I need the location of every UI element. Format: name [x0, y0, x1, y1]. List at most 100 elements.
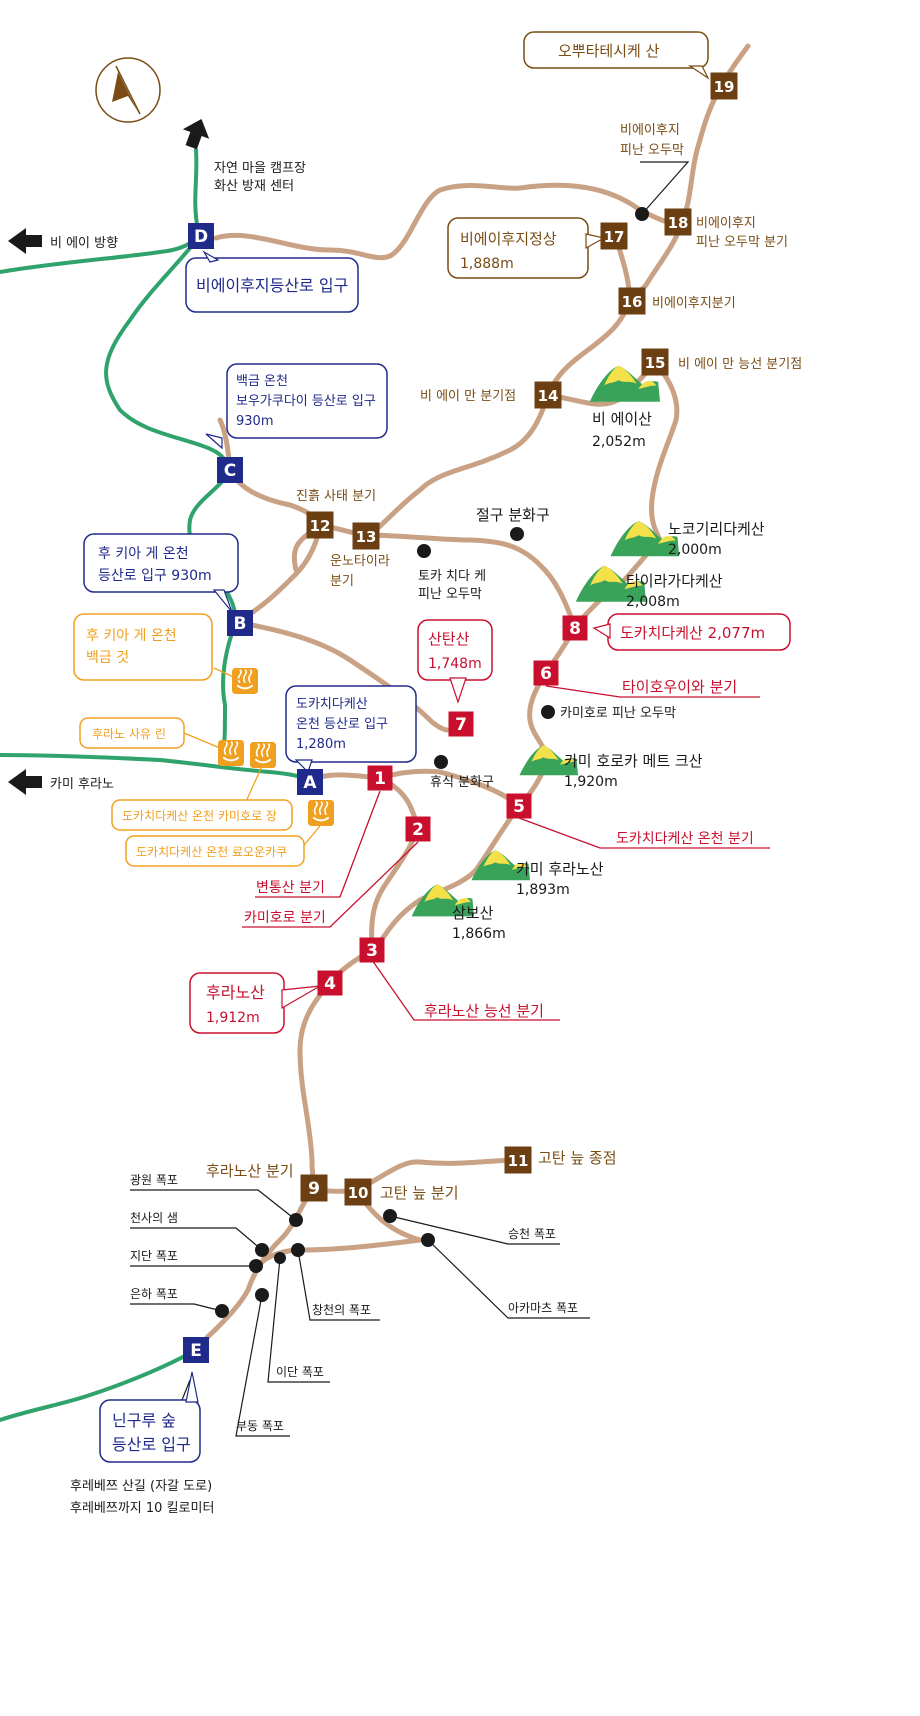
- mountain-sanpo-elev: 1,866m: [452, 926, 506, 942]
- waypoint-3: 3: [359, 937, 385, 963]
- waterfall-label: 이단 폭포: [276, 1365, 324, 1379]
- entrance-e-callout-2: 등산로 입구: [112, 1435, 191, 1454]
- entrance-a: A: [297, 769, 323, 795]
- entrance-c: C: [217, 457, 243, 483]
- svg-text:4: 4: [324, 974, 336, 994]
- svg-text:9: 9: [308, 1179, 320, 1199]
- road-network: [0, 148, 312, 1422]
- point-7-callout-2: 1,748m: [428, 656, 482, 672]
- svg-text:14: 14: [538, 387, 559, 405]
- point-dot-icon: [510, 527, 524, 541]
- svg-text:8: 8: [569, 619, 581, 639]
- point-15-label: 비 에이 만 능선 분기점: [678, 357, 802, 372]
- mountain-tairaga-name: 타이라가다케산: [626, 572, 723, 590]
- mountain-nokogiri-elev: 2,000m: [668, 542, 722, 558]
- point-9-label: 후라노산 분기: [206, 1162, 294, 1180]
- waterfall-label: 천사의 샘: [130, 1210, 178, 1225]
- onsen-furano: 후라노 사유 린: [92, 727, 166, 741]
- waypoint-4: 4: [317, 970, 343, 996]
- point-11-label: 고탄 늪 종점: [538, 1149, 617, 1167]
- point-7-callout-1: 산탄산: [428, 630, 470, 648]
- point-dot-icon: [383, 1209, 397, 1223]
- waypoint-6: 6: [533, 660, 559, 686]
- entrance-c-callout-1: 백금 온천: [236, 374, 288, 389]
- onsen-fukiage-1: 후 키아 게 온천: [86, 628, 177, 644]
- waterfall-label: 지단 폭포: [130, 1249, 178, 1263]
- point-1-label: 변통산 분기: [256, 880, 325, 896]
- direction-label-up-2: 화산 방재 센터: [214, 179, 294, 194]
- svg-text:6: 6: [540, 664, 552, 684]
- mountain-biei-elev: 2,052m: [592, 434, 646, 450]
- waypoint-14: 14: [534, 381, 562, 409]
- waypoint-19: 19: [710, 72, 738, 100]
- point-dot-icon: [274, 1252, 286, 1264]
- point-17-callout-1: 비에이후지정상: [460, 230, 557, 248]
- waypoint-17: 17: [600, 222, 628, 250]
- waypoint-2: 2: [405, 816, 431, 842]
- poi-tokachi-hut-1: 토카 치다 케: [418, 569, 486, 584]
- point-6-label: 타이호우이와 분기: [622, 678, 737, 696]
- poi-usu-crater: 절구 분화구: [476, 506, 550, 524]
- svg-text:1: 1: [374, 769, 386, 789]
- svg-text:3: 3: [366, 941, 378, 961]
- point-12-label: 진흙 사태 분기: [296, 489, 376, 504]
- waypoint-5: 5: [506, 793, 532, 819]
- onsen-ryounkaku: 도카치다케산 온천 료오운카쿠: [136, 844, 287, 859]
- waypoint-9: 9: [300, 1174, 328, 1202]
- onsen-kamihoro: 도카치다케산 온천 카미호로 장: [122, 808, 277, 823]
- entrance-c-callout-2: 보우가쿠다이 등산로 입구: [236, 394, 376, 409]
- point-16-label: 비에이후지분기: [652, 296, 736, 311]
- waypoint-13: 13: [352, 522, 380, 550]
- point-dot-icon: [255, 1243, 269, 1257]
- svg-text:11: 11: [508, 1152, 529, 1170]
- waypoint-7: 7: [448, 711, 474, 737]
- svg-text:18: 18: [668, 214, 689, 232]
- svg-text:A: A: [303, 773, 317, 793]
- entrance-c-callout-3: 930m: [236, 414, 273, 429]
- point-dot-icon: [255, 1288, 269, 1302]
- point-14-label: 비 에이 만 분기점: [420, 389, 516, 404]
- waterfall-label: 광원 폭포: [130, 1173, 178, 1187]
- point-3-label: 후라노산 능선 분기: [424, 1002, 544, 1020]
- waterfall-label: 부동 폭포: [236, 1419, 284, 1433]
- svg-text:17: 17: [604, 228, 625, 246]
- hot-spring-icon: [218, 740, 244, 766]
- waypoint-11: 11: [504, 1146, 532, 1174]
- waterfall-label: 창천의 폭포: [312, 1302, 371, 1317]
- mountain-kamihoro-elev: 1,920m: [564, 774, 618, 790]
- svg-text:12: 12: [310, 517, 331, 535]
- svg-text:2: 2: [412, 820, 424, 840]
- direction-label-biei: 비 에이 방향: [50, 236, 118, 251]
- waypoint-15: 15: [641, 348, 669, 376]
- svg-text:15: 15: [645, 354, 666, 372]
- poi-tokachi-hut-2: 피난 오두막: [418, 587, 482, 602]
- svg-text:7: 7: [455, 715, 467, 735]
- point-dot-icon: [635, 207, 649, 221]
- onsen-fukiage-2: 백금 것: [86, 650, 129, 666]
- left-arrow-icon: [8, 769, 42, 795]
- mountain-kamifurano-elev: 1,893m: [516, 882, 570, 898]
- entrance-e-callout-1: 닌구루 숲: [112, 1411, 176, 1430]
- poi-rest-crater: 휴식 분화구: [430, 775, 494, 790]
- point-dot-icon: [249, 1259, 263, 1273]
- waypoint-12: 12: [306, 511, 334, 539]
- north-arrow-icon: [95, 57, 161, 123]
- point-dot-icon: [289, 1213, 303, 1227]
- road-note-1: 후레베쯔 산길 (자갈 도로): [70, 1479, 212, 1494]
- entrance-a-callout-2: 온천 등산로 입구: [296, 717, 388, 732]
- point-19-callout: 오뿌타테시케 산: [558, 42, 660, 60]
- waypoint-1: 1: [367, 765, 393, 791]
- mountain-biei-name: 비 에이산: [592, 410, 652, 428]
- point-5-label: 도카치다케산 온천 분기: [616, 831, 754, 847]
- entrance-b: B: [227, 610, 253, 636]
- point-18-label-1: 비에이후지: [696, 216, 756, 231]
- poi-kamihoro-hut: 카미호로 피난 오두막: [560, 706, 676, 721]
- mountain-tairaga-elev: 2,008m: [626, 594, 680, 610]
- entrance-d: D: [188, 223, 214, 249]
- direction-label-up-1: 자연 마을 캠프장: [214, 161, 306, 176]
- point-dot-icon: [417, 544, 431, 558]
- svg-text:19: 19: [714, 78, 735, 96]
- entrance-b-callout-1: 후 키아 게 온천: [98, 546, 189, 562]
- svg-text:D: D: [194, 227, 208, 247]
- point-17-callout-2: 1,888m: [460, 256, 514, 272]
